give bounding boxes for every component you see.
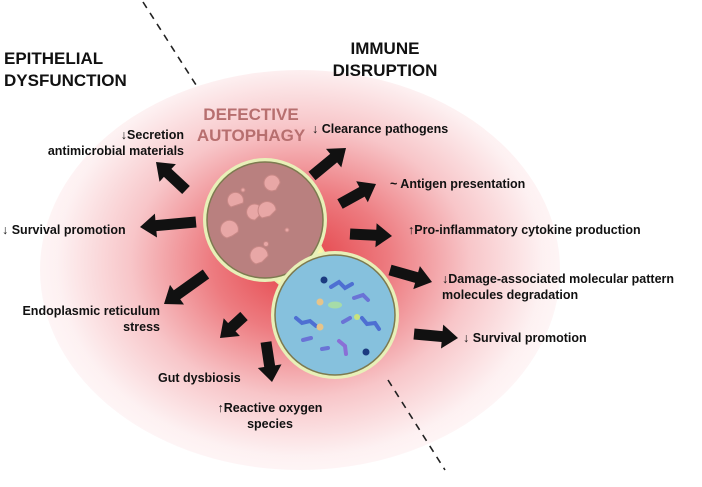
divider-bottom <box>387 379 446 471</box>
label-antigen: ~ Antigen presentation <box>390 177 526 191</box>
autophagosome-vesicles <box>219 174 290 265</box>
immune-cell-organelles <box>294 276 381 356</box>
label-gut-dysbiosis: Gut dysbiosis <box>158 371 241 385</box>
defective-autophagy-title: DEFECTIVE AUTOPHAGY <box>196 105 306 145</box>
immune-disruption-title: IMMUNE DISRUPTION <box>332 39 438 80</box>
arrow-to-survival-right <box>413 324 458 349</box>
arrow-to-survival-left <box>140 213 197 238</box>
arrows <box>140 148 458 382</box>
arrow-to-damp <box>388 264 432 290</box>
label-ros: ↑Reactive oxygen species <box>217 401 323 431</box>
arrow-to-secretion <box>156 162 190 194</box>
label-clearance: ↓ Clearance pathogens <box>312 122 449 136</box>
label-er-stress: Endoplasmic reticulum stress <box>22 304 160 334</box>
arrow-to-ros <box>257 341 282 382</box>
arrow-to-gut-dysbiosis <box>220 311 248 338</box>
label-secretion: ↓Secretion antimicrobial materials <box>47 128 184 158</box>
label-survival-right: ↓ Survival promotion <box>463 331 587 345</box>
arrow-to-clearance <box>308 148 346 181</box>
arrow-to-er-stress <box>164 269 210 305</box>
arrow-to-antigen <box>337 181 376 209</box>
divider-top <box>142 1 199 89</box>
arrow-to-cytokine <box>349 223 392 248</box>
label-damp: ↓Damage-associated molecular pattern mol… <box>442 272 675 302</box>
label-cytokine: ↑Pro-inflammatory cytokine production <box>408 223 641 237</box>
label-survival-left: ↓ Survival promotion <box>2 223 126 237</box>
epithelial-dysfunction-title: EPITHELIAL DYSFUNCTION <box>4 49 127 90</box>
epithelial-cell <box>203 158 327 282</box>
immune-cell <box>271 251 399 379</box>
